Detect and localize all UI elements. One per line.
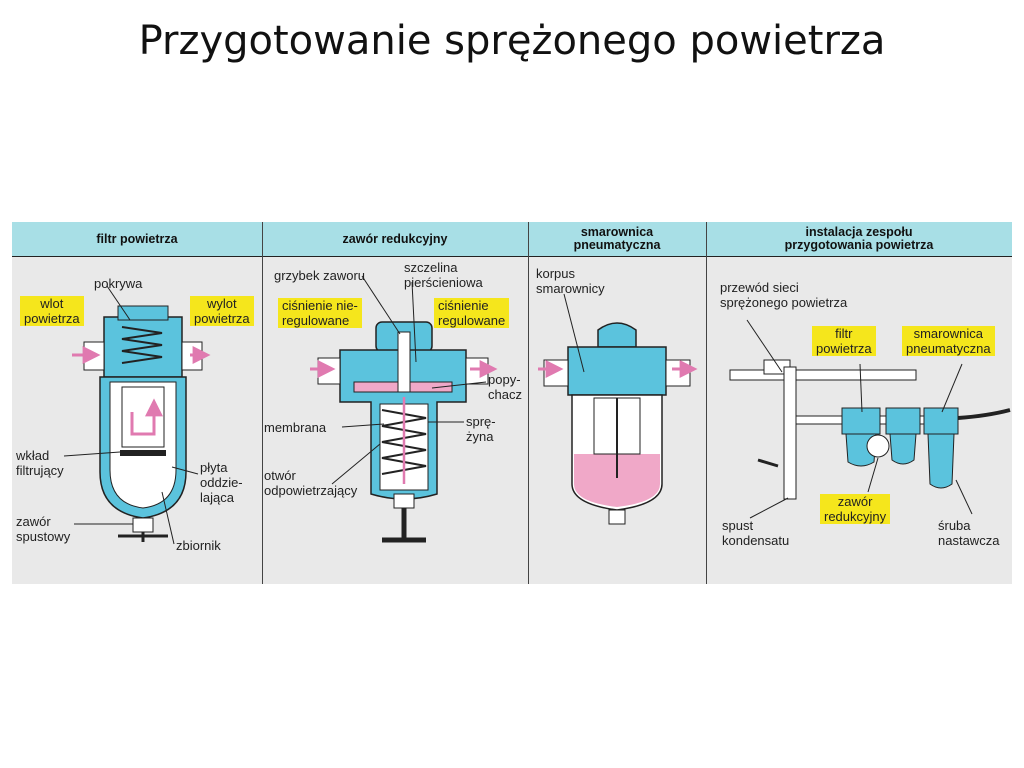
header-smarownica-line1: smarownica xyxy=(580,225,654,239)
column-divider xyxy=(262,222,263,584)
label-pokrywa: pokrywa xyxy=(94,276,143,291)
label-smarownica: smarownica pneumatyczna xyxy=(902,326,995,356)
slide-title: Przygotowanie sprężonego powietrza xyxy=(138,18,886,64)
label-wklad: wkład filtrujący xyxy=(16,448,64,478)
column-divider xyxy=(528,222,529,584)
label-zawor-redukcyjny-line1: zawór xyxy=(837,494,873,509)
pneumatic-diagram: filtr powietrza zawór redukcyjny smarown… xyxy=(12,222,1012,584)
label-plyta-line3: lająca xyxy=(200,490,234,505)
label-plyta-line2: oddzie- xyxy=(200,475,243,490)
header-smarownica: smarownica pneumatyczna xyxy=(528,222,706,256)
label-przewod-line2: sprężonego powietrza xyxy=(720,295,848,310)
label-otwor-line1: otwór xyxy=(264,468,296,483)
label-wylot-line1: wylot xyxy=(207,296,237,311)
label-przewod: przewód sieci sprężonego powietrza xyxy=(720,280,847,310)
label-filtr-line2: powietrza xyxy=(816,341,872,356)
label-zawor-redukcyjny-line2: redukcyjny xyxy=(824,509,887,524)
label-regulowane-line2: regulowane xyxy=(438,313,506,328)
label-zbiornik: zbiornik xyxy=(176,538,221,553)
label-otwor: otwór odpowietrzający xyxy=(264,468,357,498)
label-sruba-line2: nastawcza xyxy=(938,533,1000,548)
diagram-drawings xyxy=(63,275,1011,545)
label-smarownica-line1: smarownica xyxy=(913,326,983,341)
label-regulowane-line1: ciśnienie xyxy=(438,298,489,313)
label-zawor-spustowy-line2: spustowy xyxy=(16,529,71,544)
header-instalacja-line2: przygotowania powietrza xyxy=(784,238,934,252)
label-sruba: śruba nastawcza xyxy=(938,518,999,548)
header-filtr: filtr powietrza xyxy=(12,222,262,256)
header-filtr-text: filtr powietrza xyxy=(96,231,178,246)
label-przewod-line1: przewód sieci xyxy=(720,280,799,295)
header-zawor: zawór redukcyjny xyxy=(262,222,528,256)
label-szczelina-line1: szczelina xyxy=(404,260,458,275)
label-zawor-spustowy-line1: zawór xyxy=(16,514,51,529)
label-sruba-line1: śruba xyxy=(938,518,971,533)
label-wlot: wlot powietrza xyxy=(20,296,84,326)
label-zawor-redukcyjny: zawór redukcyjny xyxy=(820,494,891,524)
label-spust-line1: spust xyxy=(722,518,754,533)
label-plyta: płyta oddzie- lająca xyxy=(200,460,243,505)
label-wklad-line1: wkład xyxy=(16,448,50,463)
air-filter-drawing xyxy=(63,285,211,545)
label-korpus: korpus smarownicy xyxy=(536,266,605,296)
label-nieregulowane-line2: regulowane xyxy=(282,313,350,328)
pressure-reducer-drawing xyxy=(310,275,498,543)
label-wylot-line2: powietrza xyxy=(194,311,250,326)
label-regulowane: ciśnienie regulowane xyxy=(434,298,510,328)
header-instalacja-line1: instalacja zespołu xyxy=(805,225,913,239)
label-korpus-line1: korpus xyxy=(536,266,576,281)
lubricator-drawing xyxy=(538,293,698,525)
label-popychacz: popy- chacz xyxy=(488,372,522,402)
label-otwor-line2: odpowietrzający xyxy=(264,483,358,498)
label-popychacz-line1: popy- xyxy=(488,372,521,387)
label-filtr: filtr powietrza xyxy=(812,326,876,356)
label-wklad-line2: filtrujący xyxy=(16,463,64,478)
column-divider xyxy=(706,222,707,584)
label-szczelina: szczelina pierścieniowa xyxy=(404,260,483,290)
label-sprezyna-line1: sprę- xyxy=(466,414,496,429)
header-bar xyxy=(12,222,1012,257)
label-spust-line2: kondensatu xyxy=(722,533,790,548)
label-filtr-line1: filtr xyxy=(835,326,853,341)
header-smarownica-line2: pneumatyczna xyxy=(573,238,661,252)
label-nieregulowane: ciśnienie nie- regulowane xyxy=(278,298,362,328)
header-zawor-text: zawór redukcyjny xyxy=(342,231,448,246)
label-wlot-line2: powietrza xyxy=(24,311,80,326)
label-plyta-line1: płyta xyxy=(200,460,228,475)
label-szczelina-line2: pierścieniowa xyxy=(404,275,483,290)
label-zawor-spustowy: zawór spustowy xyxy=(16,514,70,544)
label-korpus-line2: smarownicy xyxy=(536,281,605,296)
label-wylot: wylot powietrza xyxy=(190,296,254,326)
label-smarownica-line2: pneumatyczna xyxy=(906,341,991,356)
label-sprezyna-line2: żyna xyxy=(466,429,494,444)
label-spust: spust kondensatu xyxy=(722,518,789,548)
label-grzybek: grzybek zaworu xyxy=(274,268,366,283)
label-nieregulowane-line1: ciśnienie nie- xyxy=(282,298,358,313)
label-sprezyna: sprę- żyna xyxy=(466,414,496,444)
installation-drawing xyxy=(729,319,1011,519)
label-membrana: membrana xyxy=(264,420,327,435)
label-wlot-line1: wlot xyxy=(40,296,64,311)
header-instalacja: instalacja zespołu przygotowania powietr… xyxy=(706,222,1012,256)
label-popychacz-line2: chacz xyxy=(488,387,522,402)
